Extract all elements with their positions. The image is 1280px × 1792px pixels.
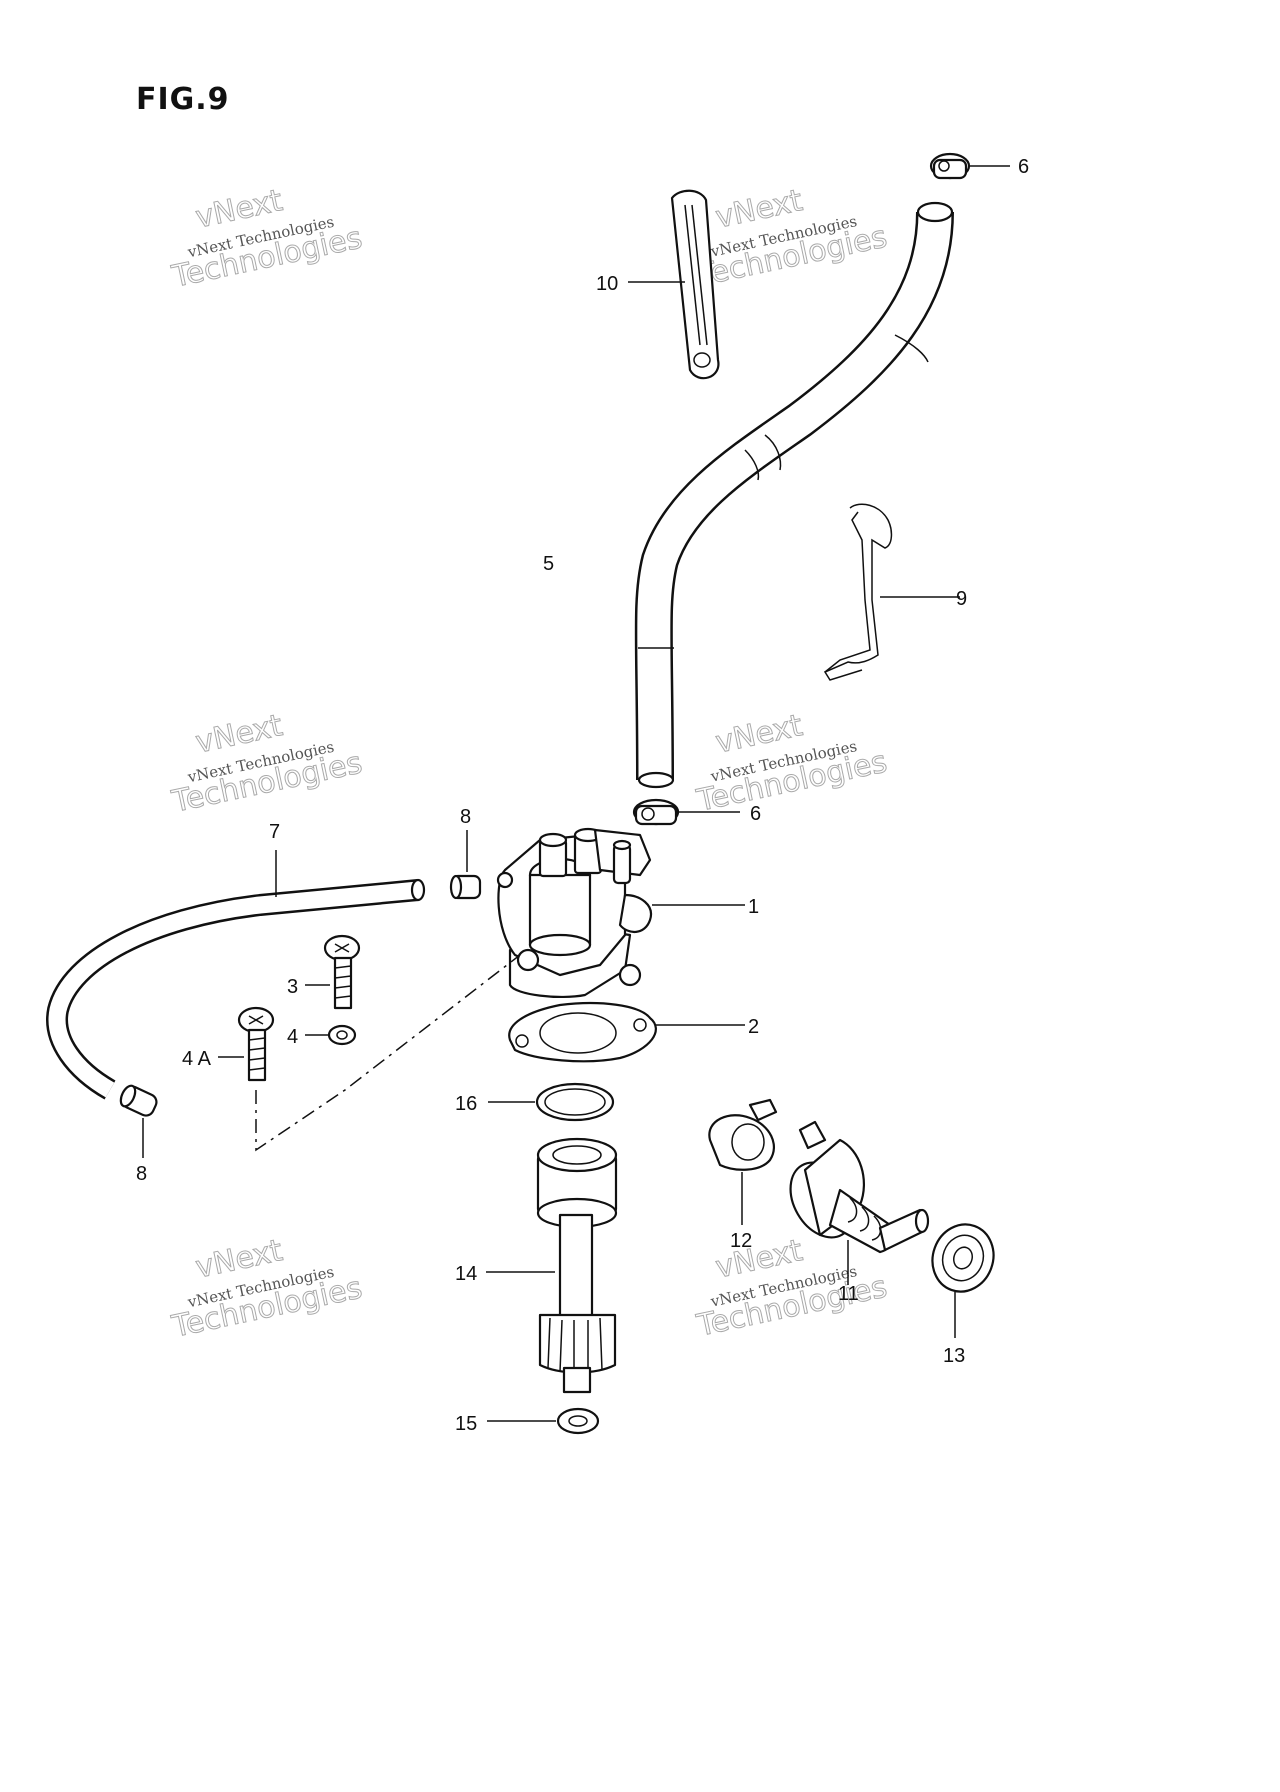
o-ring-part-16 — [488, 1082, 615, 1122]
callout-9: 9 — [956, 588, 967, 610]
callout-10: 10 — [596, 273, 618, 295]
bolt-part-4a — [218, 1006, 275, 1082]
assembly-guide-lines — [255, 954, 521, 1152]
callout-8-upper: 8 — [460, 806, 471, 828]
watermark-top-right: vNext vNext Technologies Technologies — [693, 183, 891, 295]
watermark-top-left: vNext vNext Technologies Technologies — [168, 183, 366, 296]
figure-title: FIG.9 — [136, 82, 230, 117]
callout-6-top: 6 — [1018, 156, 1029, 178]
bushing-part-12 — [708, 1098, 778, 1225]
bearing-part-13 — [931, 1223, 995, 1338]
callout-16: 16 — [455, 1093, 477, 1115]
callout-labels: 6 10 5 9 6 7 8 1 3 2 4 4 A 16 8 12 14 11… — [136, 156, 1029, 1435]
callout-12: 12 — [730, 1230, 752, 1252]
washer-part-15 — [487, 1407, 600, 1435]
bracket-part-10 — [628, 189, 720, 380]
tube-part-7 — [46, 850, 426, 1100]
callout-3: 3 — [287, 976, 298, 998]
callout-15: 15 — [455, 1413, 477, 1435]
gasket-part-2 — [508, 1002, 745, 1063]
callout-7: 7 — [269, 821, 280, 843]
callout-6-lower: 6 — [750, 803, 761, 825]
callout-4: 4 — [287, 1026, 298, 1048]
watermark-mid-left: vNext vNext Technologies Technologies — [168, 708, 366, 821]
sleeve-upper-part-8 — [449, 830, 482, 900]
clamp-lower-part-6 — [632, 798, 740, 826]
callout-4a: 4 A — [182, 1048, 212, 1070]
hose-part-5 — [634, 201, 954, 789]
oil-pump-body-part-1 — [496, 827, 745, 999]
clamp-top-part-6 — [929, 152, 1010, 180]
callout-1: 1 — [748, 896, 759, 918]
callout-11: 11 — [838, 1283, 859, 1305]
sleeve-lower-part-8 — [119, 1084, 158, 1158]
callout-5: 5 — [543, 553, 554, 575]
washer-part-4 — [305, 1024, 357, 1046]
worm-gear-part-11 — [789, 1120, 930, 1285]
driven-gear-shaft-part-14 — [486, 1137, 618, 1394]
screw-part-3 — [305, 934, 361, 1010]
watermark-bottom-left: vNext vNext Technologies Technologies — [168, 1233, 366, 1346]
callout-8-lower: 8 — [136, 1163, 147, 1185]
callout-2: 2 — [748, 1016, 759, 1038]
watermark-mid-right: vNext vNext Technologies Technologies — [693, 708, 891, 820]
callout-13: 13 — [943, 1345, 965, 1367]
callout-14: 14 — [455, 1263, 477, 1285]
wire-clip-part-9 — [823, 503, 960, 681]
